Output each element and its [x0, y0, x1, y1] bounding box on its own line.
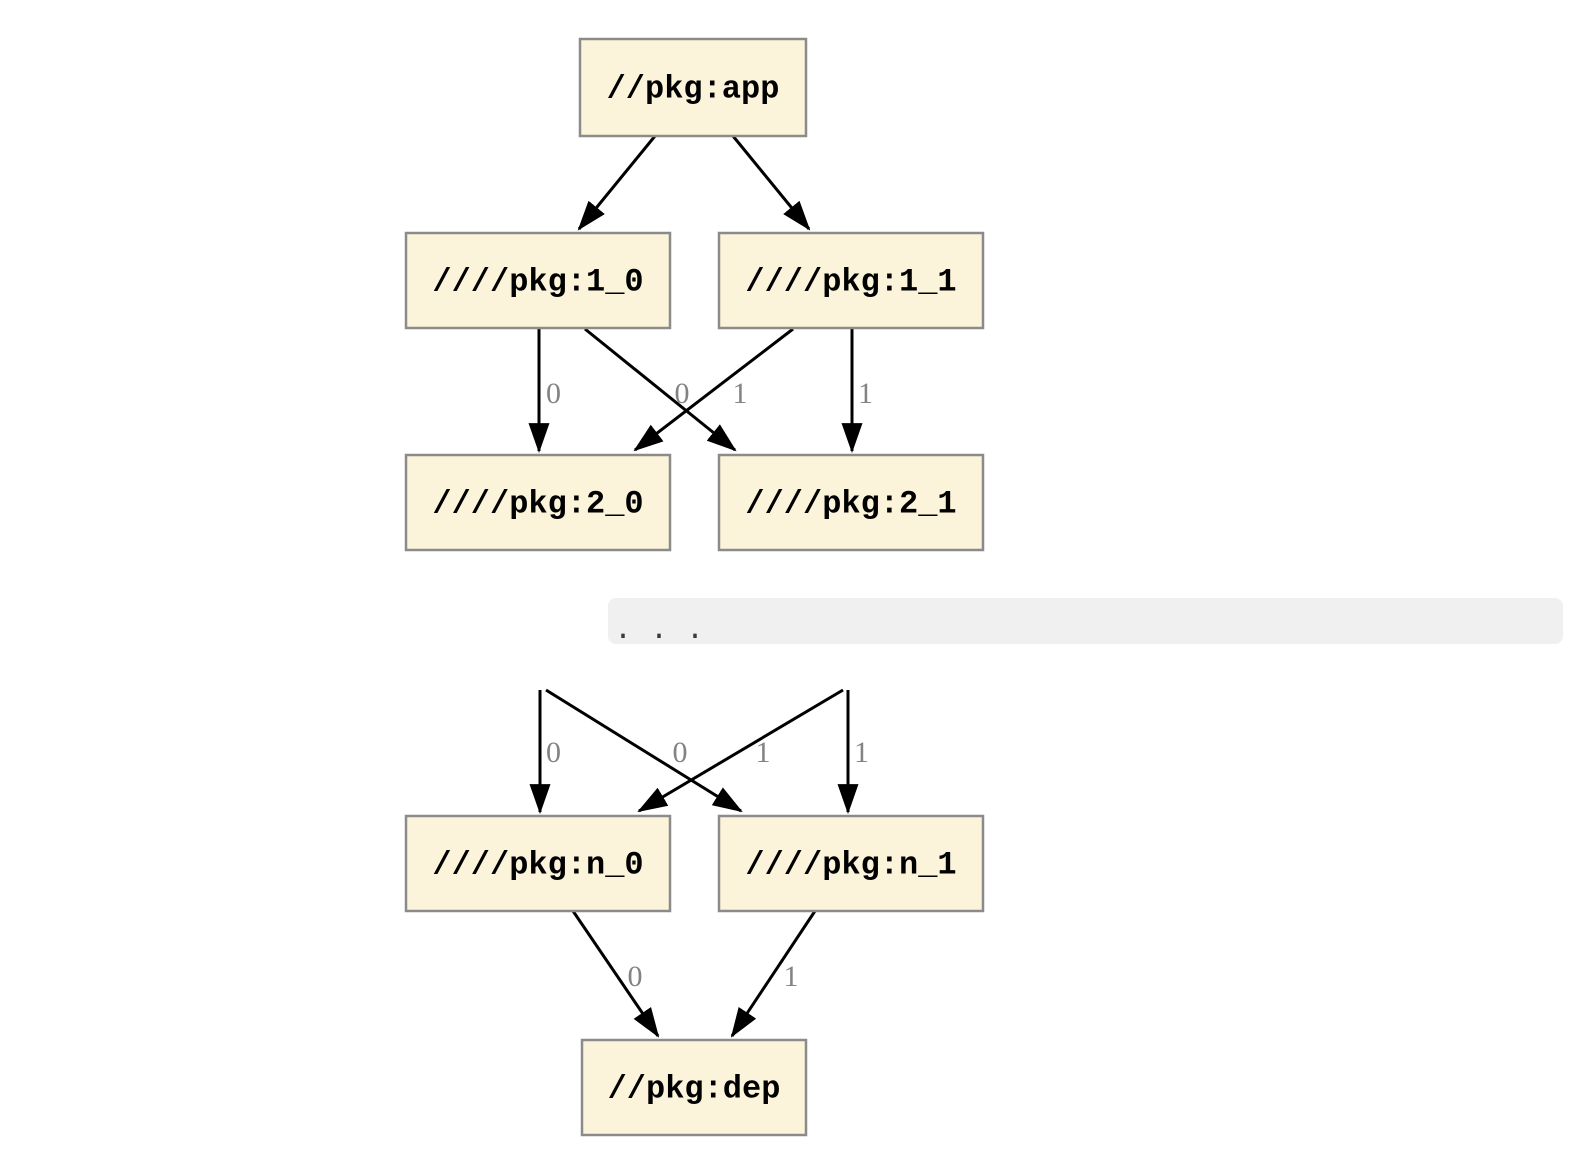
- edge-n_0-to-dep: [571, 910, 660, 1038]
- edge-app-to-1_1: [731, 135, 811, 231]
- edge-label-ellipsis-to-n_0-cross: 0: [673, 736, 688, 769]
- node-2_0: ////pkg:2_0: [404, 453, 672, 552]
- node-2_1: ////pkg:2_1: [717, 453, 985, 552]
- edge-ellipsis-to-n_1-cross: [545, 688, 743, 813]
- node-dep-label: //pkg:dep: [608, 1071, 781, 1108]
- node-1_0-label: ////pkg:1_0: [432, 264, 643, 301]
- edge-label-ellipsis-to-n_0-left: 0: [546, 736, 561, 769]
- node-n_1-box: [717, 814, 985, 913]
- edge-label-n_1-to-dep: 1: [784, 960, 799, 993]
- node-1_0-box: [404, 231, 672, 330]
- edge-1_0-to-2_1: [584, 327, 737, 452]
- edge-n_1-to-dep: [730, 910, 817, 1038]
- node-n_1: ////pkg:n_1: [717, 814, 985, 913]
- node-2_1-label: ////pkg:2_1: [745, 486, 956, 523]
- ellipsis-dots: . . .: [614, 614, 704, 648]
- node-1_1-label: ////pkg:1_1: [745, 264, 956, 301]
- node-n_0-label: ////pkg:n_0: [432, 847, 643, 884]
- node-1_0: ////pkg:1_0: [404, 231, 672, 330]
- node-app: //pkg:app: [578, 37, 808, 138]
- node-2_0-label: ////pkg:2_0: [432, 486, 643, 523]
- edge-1_1-to-2_0: [633, 327, 794, 452]
- node-dep: //pkg:dep: [580, 1038, 808, 1137]
- edge-label-1_0-to-2_0: 0: [546, 377, 561, 410]
- node-app-box: [578, 37, 808, 138]
- edge-label-n_0-to-dep: 0: [628, 960, 643, 993]
- node-1_1: ////pkg:1_1: [717, 231, 985, 330]
- node-n_0-box: [404, 814, 672, 913]
- node-app-label: //pkg:app: [607, 71, 780, 108]
- edge-ellipsis-to-n_0-cross: [637, 688, 844, 813]
- node-n_1-label: ////pkg:n_1: [745, 847, 956, 884]
- node-1_1-box: [717, 231, 985, 330]
- edge-label-1_1-to-2_0: 0: [675, 377, 690, 410]
- edge-label-ellipsis-to-n_1-right: 1: [854, 736, 869, 769]
- node-n_0: ////pkg:n_0: [404, 814, 672, 913]
- edge-app-to-1_0: [577, 135, 657, 231]
- edge-label-ellipsis-to-n_1-cross: 1: [756, 736, 771, 769]
- node-2_0-box: [404, 453, 672, 552]
- node-dep-box: [580, 1038, 808, 1137]
- node-2_1-box: [717, 453, 985, 552]
- edge-label-1_1-to-2_1: 1: [858, 377, 873, 410]
- ellipsis-bar: [608, 598, 1563, 644]
- edge-label-1_0-to-2_1: 1: [733, 377, 748, 410]
